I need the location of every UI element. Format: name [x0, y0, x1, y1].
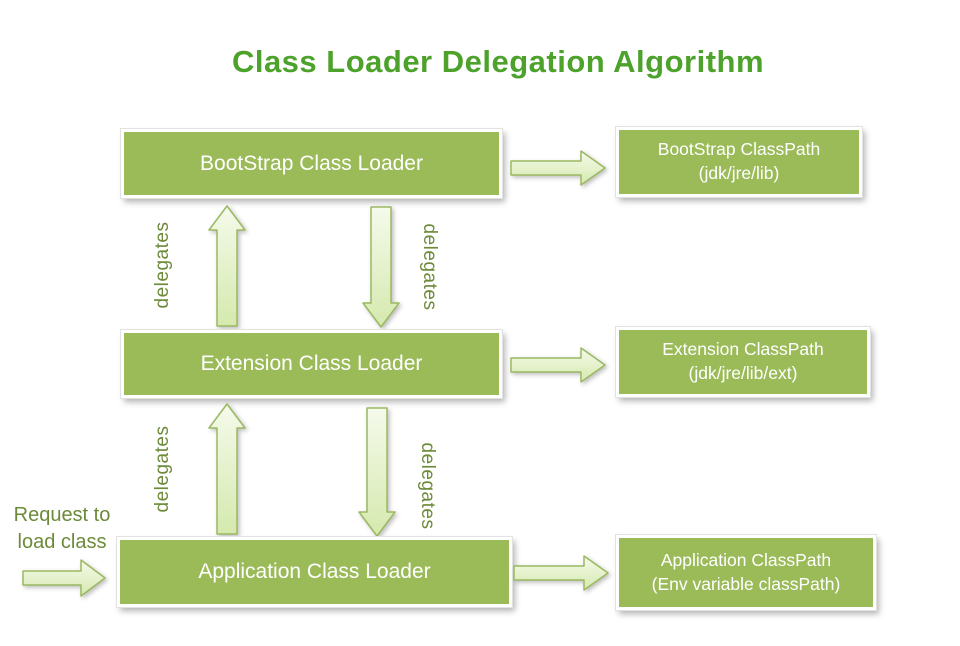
block-arrow-up-icon [208, 403, 246, 535]
application-classpath-box: Application ClassPath (Env variable clas… [616, 535, 876, 610]
application-class-loader-box: Application Class Loader [117, 537, 512, 607]
delegates-label-up-2: delegates [152, 425, 173, 513]
block-arrow-right-icon [510, 347, 606, 383]
bootstrap-class-loader-label: BootStrap Class Loader [200, 151, 423, 175]
bootstrap-classpath-line1: BootStrap ClassPath [657, 139, 821, 160]
block-arrow-down-icon [358, 407, 396, 537]
delegates-label-down-2: delegates [417, 442, 438, 530]
extension-classpath-line2: (jdk/jre/lib/ext) [688, 363, 798, 383]
block-arrow-right-icon [22, 559, 106, 597]
delegates-label-down-1: delegates [419, 223, 440, 311]
request-label-line2: load class [17, 531, 107, 553]
request-label-line1: Request to [13, 504, 111, 526]
application-classpath-line2: (Env variable classPath) [651, 573, 841, 594]
extension-classpath-box: Extension ClassPath (jdk/jre/lib/ext) [616, 327, 870, 397]
bootstrap-classpath-box: BootStrap ClassPath (jdk/jre/lib) [616, 127, 862, 197]
extension-class-loader-label: Extension Class Loader [200, 352, 423, 375]
block-arrow-right-icon [513, 555, 609, 591]
bootstrap-classpath-line2: (jdk/jre/lib) [698, 163, 780, 183]
extension-classpath-line1: Extension ClassPath [662, 339, 824, 360]
delegates-label-up-1: delegates [152, 221, 173, 309]
block-arrow-right-icon [510, 150, 606, 186]
request-to-load-class-label: Request to load class [4, 502, 120, 556]
block-arrow-up-icon [208, 205, 246, 327]
bootstrap-class-loader-box: BootStrap Class Loader [121, 129, 502, 198]
application-classpath-line1: Application ClassPath [660, 549, 832, 570]
extension-class-loader-box: Extension Class Loader [121, 330, 502, 398]
block-arrow-down-icon [362, 206, 400, 328]
diagram-title: Class Loader Delegation Algorithm [231, 44, 765, 79]
application-class-loader-label: Application Class Loader [198, 560, 431, 583]
